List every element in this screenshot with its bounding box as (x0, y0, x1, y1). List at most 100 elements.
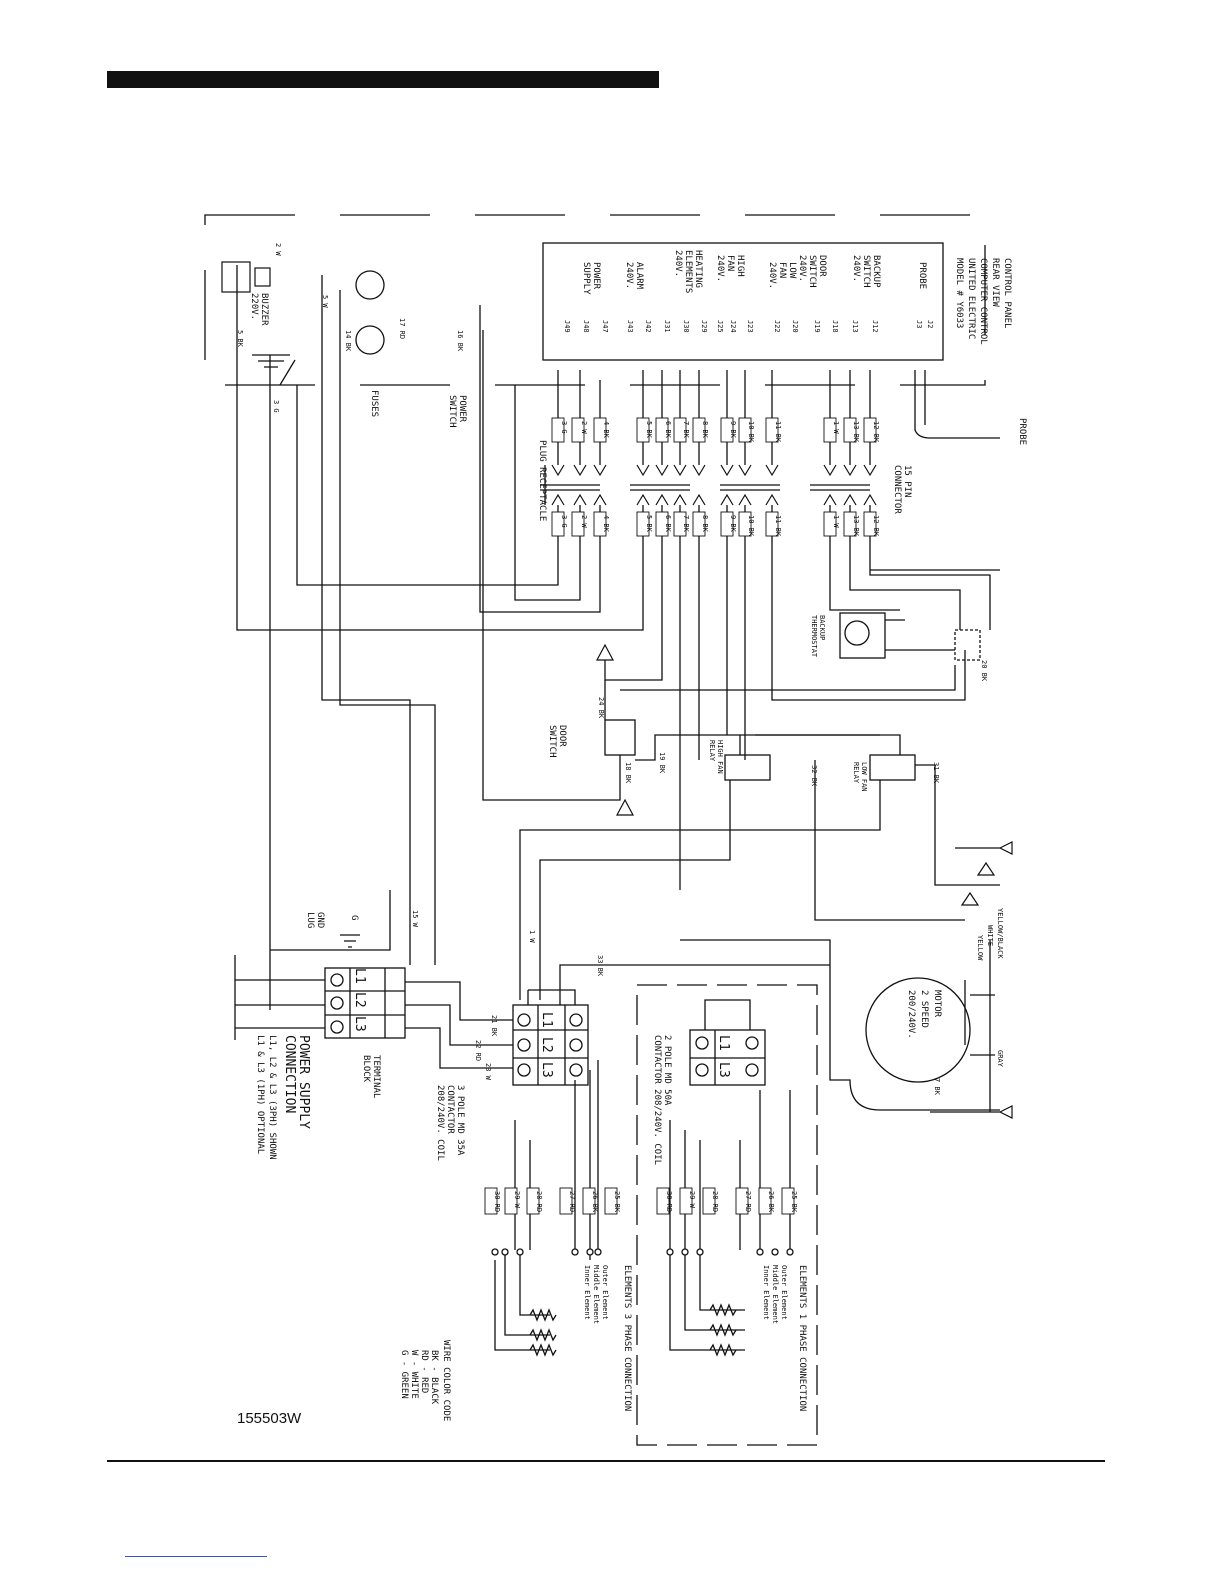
motor-wire-white: WHITE (986, 925, 994, 946)
wtag-17rd: 17 RD (398, 318, 406, 339)
pin-j48: J48 (582, 320, 590, 333)
ctag-bot-0: 3 G (560, 515, 568, 528)
terminal-l3: L3 (352, 1016, 367, 1032)
el3-wire-28: 28 RD (535, 1191, 543, 1212)
gnd-mark: G (349, 915, 359, 920)
ctag-top-2: 4 BK (602, 421, 610, 439)
ctag-top-11: 13 BK (852, 421, 860, 443)
wtag-3g-a: 3 G (272, 400, 280, 413)
contactor3-label-1: 3 POLE MD 35A (455, 1085, 465, 1156)
power-supply-title-1: POWER SUPPLY (296, 1035, 311, 1129)
terminal-circles (330, 270, 870, 1256)
func-backup-3: 240V. (851, 255, 861, 282)
wtag-24bk: 24 BK (597, 697, 605, 719)
wtag-23w: 23 W (484, 1063, 492, 1081)
backup-thermostat-label-2: THERMOSTAT (810, 615, 818, 658)
terminal-block-label-1: TERMINAL (371, 1055, 381, 1098)
func-heat-3: 240V. (673, 250, 683, 277)
func-door-1: DOOR (817, 255, 827, 277)
func-door-2: SWITCH (807, 255, 817, 288)
wtag-14bk: 14 BK (344, 330, 352, 352)
ctag-top-0: 3 G (560, 421, 568, 434)
plug-receptacle-label: PLUG RECEPTACLE (537, 440, 547, 521)
ctag-top-7: 9 BK (729, 421, 737, 439)
wtag-33bk: 33 BK (596, 955, 604, 977)
wtag-15w: 15 W (411, 910, 419, 928)
contactor3-l1: L1 (539, 1012, 554, 1028)
wtag-16bk: 16 BK (456, 330, 464, 352)
el3-wire-25: 25 BK (613, 1191, 621, 1213)
motor-wire-yellow: YELLOW (976, 935, 984, 961)
pin-j42: J42 (644, 320, 652, 333)
terminal-l2: L2 (352, 992, 367, 1008)
el1-wire-25: 25 BK (790, 1191, 798, 1213)
pin-j29: J29 (700, 320, 708, 333)
elements-1ph-title: ELEMENTS 1 PHASE CONNECTION (797, 1265, 807, 1411)
ctag-top-6: 8 BK (701, 421, 709, 439)
pin-j47: J47 (601, 320, 609, 333)
wire-code-bk: BK - BLACK (429, 1350, 439, 1405)
func-backup-2: SWITCH (861, 255, 871, 288)
func-power-1: POWER (591, 262, 601, 290)
terminal-block-label-2: BLOCK (361, 1055, 371, 1083)
panel-title-1: CONTROL PANEL (1002, 258, 1012, 328)
pin-j18: J18 (831, 320, 839, 333)
contactor2-label-1: 2 POLE MD 50A (662, 1035, 672, 1106)
wtag-5w: 5 W (321, 295, 329, 308)
ctag-bot-1: 2 W (580, 515, 588, 528)
el1-wire-29: 29 W (688, 1191, 696, 1209)
door-switch-label-2: SWITCH (547, 725, 557, 758)
ctag-top-9: 11 BK (774, 421, 782, 443)
el3-wire-30: 30 RD (493, 1191, 501, 1212)
el3-wire-26: 26 BK (591, 1191, 599, 1213)
elements-1ph-middle: Middle Element (771, 1265, 779, 1324)
pin-j20: J20 (791, 320, 799, 333)
panel-title-3: COMPUTER CONTROL (978, 258, 988, 345)
drawing-number: 155503W (237, 1410, 302, 1427)
elements-3ph-middle: Middle Element (592, 1265, 600, 1324)
func-lowfan-3: 240V. (767, 262, 777, 289)
power-supply-note-2: L1 & L3 (1PH) OPTIONAL (255, 1035, 265, 1154)
func-highfan-3: 240V. (715, 255, 725, 282)
contactor3-l2: L2 (539, 1037, 554, 1053)
ctag-bot-11: 13 BK (852, 515, 860, 537)
contactor3-label-3: 208/240V. COIL (435, 1085, 445, 1161)
ctag-top-12: 12 BK (872, 421, 880, 443)
func-heat-1: HEATING (693, 250, 703, 288)
backup-thermostat-label-1: BACKUP (818, 615, 826, 640)
header-bar (107, 71, 659, 88)
ctag-bot-2: 4 BK (602, 515, 610, 533)
ctag-bot-12: 12 BK (872, 515, 880, 537)
low-fan-relay-label-1: LOW FAN (860, 762, 868, 792)
func-power-2: SUPPLY (581, 262, 591, 295)
pin-j31: J31 (663, 320, 671, 333)
wire-tags (484, 417, 877, 1215)
ctag-top-8: 10 BK (747, 421, 755, 443)
wtag-31bk: 31 BK (932, 762, 940, 784)
motor-label-1: MOTOR (932, 990, 942, 1018)
ctag-top-1: 2 W (580, 421, 588, 434)
func-alarm-1: ALARM (634, 262, 644, 290)
el1-wire-28: 28 RD (711, 1191, 719, 1212)
contactor2-label-2: CONTACTOR 208/240V. COIL (652, 1035, 662, 1165)
power-switch-label-2: SWITCH (447, 395, 457, 428)
pin-j24: J24 (729, 320, 737, 333)
wtag-21bk: 21 BK (490, 1015, 498, 1037)
wtag-1w: 1 W (528, 930, 536, 943)
contactor2-l3: L3 (716, 1062, 731, 1078)
pin-j22: J22 (773, 320, 781, 333)
elements-3ph-outer: Outer Element (601, 1265, 609, 1320)
func-highfan-2: FAN (725, 255, 735, 271)
element-resistors (529, 1303, 737, 1357)
wtag-32bk: 32 BK (810, 765, 818, 787)
func-highfan-1: HIGH (735, 255, 745, 277)
func-lowfan-2: FAN (777, 262, 787, 278)
ctag-bot-10: 1 W (832, 515, 840, 528)
power-supply-note-1: L1, L2 & L3 (3PH) SHOWN (267, 1035, 277, 1160)
pin-j23: J23 (746, 320, 754, 333)
wire-code-title: WIRE COLOR CODE (441, 1340, 451, 1421)
pin-j25: J25 (716, 320, 724, 333)
ctag-bot-4: 6 BK (664, 515, 672, 533)
ctag-bot-9: 11 BK (774, 515, 782, 537)
